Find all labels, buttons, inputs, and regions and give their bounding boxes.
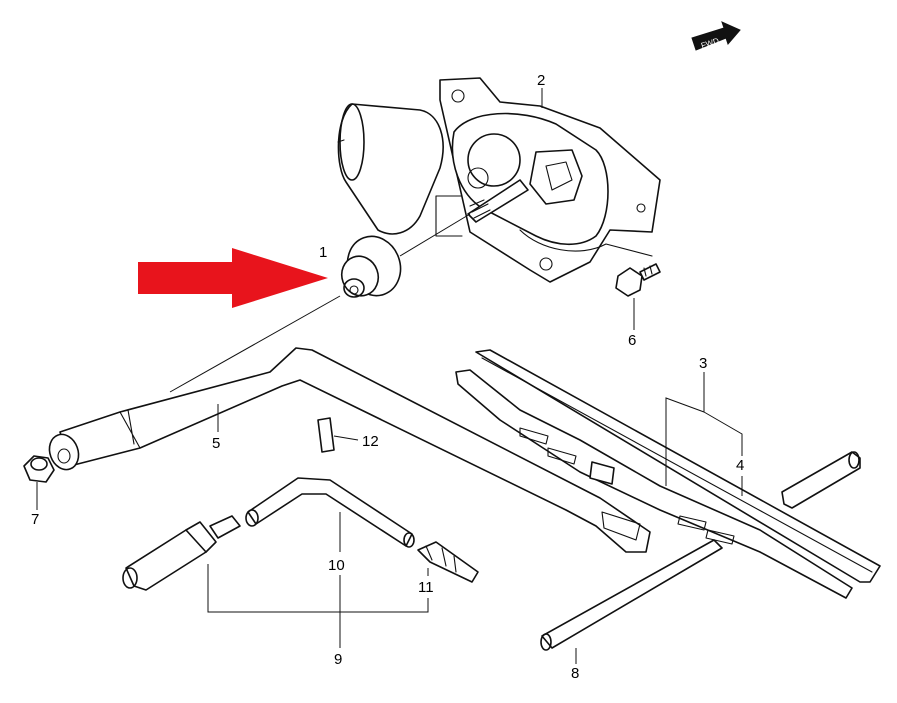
arm-nut xyxy=(23,455,55,483)
part-label-1: 1 xyxy=(319,244,327,261)
part-label-6: 6 xyxy=(628,332,636,349)
part-label-4: 4 xyxy=(736,457,744,474)
caution-sticker xyxy=(317,417,335,453)
bolt xyxy=(615,263,661,297)
part-label-3: 3 xyxy=(699,355,707,372)
part-label-7: 7 xyxy=(31,511,39,528)
wiper-arm xyxy=(48,347,651,553)
part-label-2: 2 xyxy=(537,72,545,89)
pivot-cap xyxy=(340,235,402,298)
part-label-9: 9 xyxy=(334,651,342,668)
part-label-5: 5 xyxy=(212,435,220,452)
part-label-12: 12 xyxy=(362,433,379,450)
wiper-motor xyxy=(337,77,661,283)
highlight-arrow xyxy=(138,248,328,308)
washer-joint xyxy=(122,515,241,591)
part-label-8: 8 xyxy=(571,665,579,682)
washer-hose xyxy=(245,477,415,548)
part-label-10: 10 xyxy=(328,557,345,574)
part-label-11: 11 xyxy=(418,579,434,596)
wiper-blade xyxy=(455,349,881,599)
wiper-rubber xyxy=(540,539,723,651)
forward-direction-icon: FWD xyxy=(691,21,741,51)
washer-nozzle xyxy=(417,541,479,583)
